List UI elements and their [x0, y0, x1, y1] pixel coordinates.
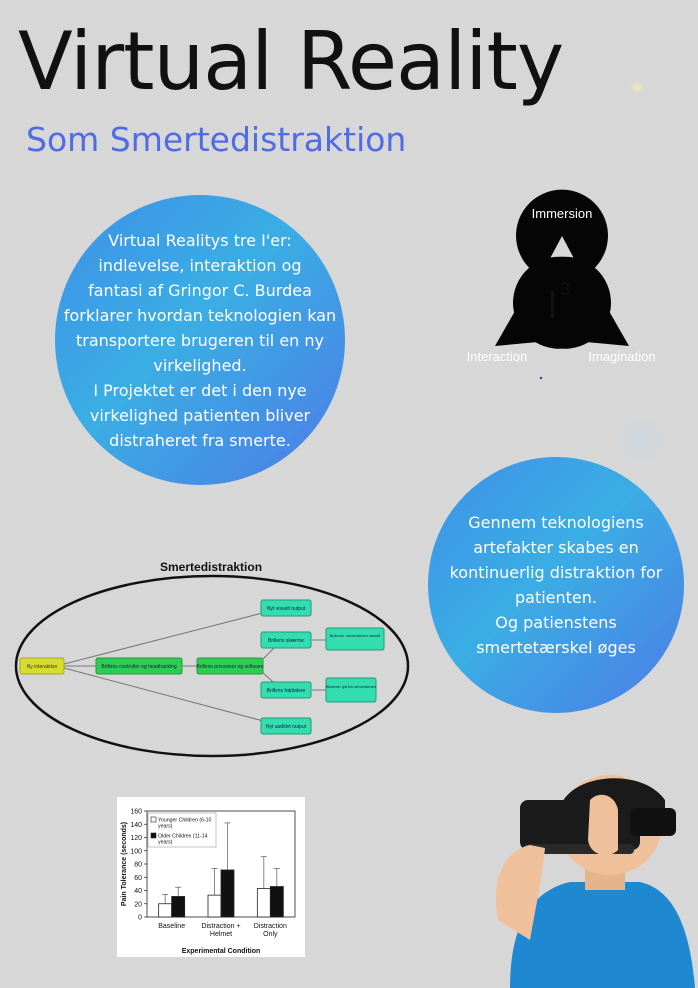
- node-blokerer-lyd: Blokerer lyd fra omverdenen: [325, 677, 377, 703]
- text-line: smertetærskel øges: [476, 638, 636, 657]
- sparkle-decoration: [630, 80, 644, 94]
- interaction-label: Interaction: [467, 349, 528, 364]
- node-skaerme: Brillens skærme: [260, 631, 312, 649]
- page-title: Virtual Reality: [18, 15, 564, 108]
- mindmap-ellipse: [14, 574, 410, 758]
- legend-swatch: [150, 816, 157, 823]
- text-line: forklarer hvordan teknologien kan: [63, 305, 337, 325]
- node-label: Ny interaktion: [27, 664, 58, 670]
- i3-center-letter: I: [547, 283, 558, 327]
- legend-label: years): [158, 840, 173, 846]
- y-tick-label: 0: [138, 915, 142, 922]
- node-blokerer-visuelt: Blokerer omverdenen visuelt: [325, 627, 385, 651]
- mindmap-diagram: Ny interaktion Brillens controller og he…: [14, 574, 410, 758]
- i3-exponent: 3: [560, 279, 570, 299]
- text-line: patienten.: [514, 588, 597, 607]
- immersion-shape: [516, 189, 608, 277]
- y-tick-label: 120: [130, 835, 142, 842]
- y-axis-label: Pain Tolerance (seconds): [121, 822, 128, 906]
- legend-label: Younger Children (6-10: [158, 818, 212, 824]
- text-line: Og patienstens: [495, 613, 617, 632]
- node-label: Blokerer lyd fra omverdenen: [326, 684, 376, 689]
- x-tick-label: Distraction: [254, 923, 287, 930]
- i3-diagram: Immersion Interaction Imagination I 3: [467, 189, 656, 380]
- y-tick-label: 100: [130, 848, 142, 855]
- bar: [171, 896, 186, 918]
- bar: [220, 869, 235, 918]
- bar: [158, 903, 173, 918]
- x-tick-label: Only: [263, 931, 278, 938]
- headset-strap: [630, 808, 676, 836]
- node-label: Nyt auditivt output: [266, 724, 307, 730]
- y-tick-label: 160: [130, 809, 142, 816]
- blue-shirt: [510, 882, 695, 988]
- node-processor: Brillens processor og software: [196, 657, 264, 675]
- y-tick-label: 80: [134, 862, 142, 869]
- node-ny-interaktion: Ny interaktion: [19, 657, 65, 675]
- imagination-shape: [513, 256, 629, 349]
- x-tick-label: Distraction +: [201, 923, 240, 930]
- node-label: Brillens højttalere: [267, 688, 306, 694]
- text-line: kontinuerlig distraktion for: [449, 563, 663, 582]
- left-arm: [495, 845, 545, 940]
- right-hand: [588, 794, 618, 856]
- node-label: Nyt visuelt output: [267, 606, 306, 612]
- y-tick-label: 60: [134, 875, 142, 882]
- blue-dot: [539, 376, 543, 380]
- snowflake-decoration: [612, 410, 672, 470]
- text-line: Gennem teknologiens: [468, 513, 644, 532]
- y-tick-label: 20: [134, 901, 142, 908]
- node-nyt-auditivt: Nyt auditivt output: [260, 717, 312, 735]
- y-tick-label: 40: [134, 888, 142, 895]
- node-label: Brillens controller og headtracking: [101, 664, 177, 670]
- legend-box: [147, 812, 217, 848]
- mindmap-title: Smertedistraktion: [160, 560, 263, 574]
- bar: [269, 886, 284, 918]
- imagination-label: Imagination: [588, 349, 655, 364]
- text-line: virkelighed patienten bliver: [89, 405, 311, 425]
- bar: [256, 888, 271, 918]
- node-label: Blokerer omverdenen visuelt: [330, 633, 382, 638]
- text-line: Virtual Realitys tre I'er:: [108, 230, 292, 250]
- text-line: fantasi af Gringor C. Burdea: [88, 280, 312, 300]
- child-vr-photo: [495, 775, 695, 988]
- y-tick-label: 140: [130, 822, 142, 829]
- x-tick-label: Helmet: [210, 931, 232, 938]
- x-axis-label: Experimental Condition: [182, 948, 261, 955]
- info-bubble-three-is: Virtual Realitys tre I'er: indlevelse, i…: [55, 195, 345, 485]
- info-bubble-text: Virtual Realitys tre I'er: indlevelse, i…: [54, 228, 346, 453]
- node-controller: Brillens controller og headtracking: [95, 657, 183, 675]
- legend-label: years): [158, 824, 173, 830]
- text-line: I Projektet er det i den nye: [93, 380, 307, 400]
- node-label: Brillens skærme: [268, 638, 304, 644]
- vr-headset: [520, 800, 640, 850]
- text-line: distraheret fra smerte.: [109, 430, 291, 450]
- text-line: artefakter skabes en: [473, 538, 639, 557]
- info-bubble-text: Gennem teknologiens artefakter skabes en…: [436, 510, 677, 660]
- immersion-label: Immersion: [532, 206, 593, 221]
- node-label: Brillens processor og software: [197, 664, 264, 670]
- text-line: transportere brugeren til en ny: [75, 330, 325, 350]
- legend-swatch: [150, 832, 157, 839]
- node-hojttalere: Brillens højttalere: [260, 681, 312, 699]
- info-bubble-distraction: Gennem teknologiens artefakter skabes en…: [428, 457, 684, 713]
- node-nyt-visuelt: Nyt visuelt output: [260, 599, 312, 617]
- bar: [207, 894, 222, 918]
- page-subtitle: Som Smertedistraktion: [26, 120, 407, 159]
- text-line: virkelighed.: [153, 355, 247, 375]
- text-line: indlevelse, interaktion og: [98, 255, 302, 275]
- x-tick-label: Baseline: [158, 923, 185, 930]
- legend-label: Older Children (11-14: [158, 834, 208, 840]
